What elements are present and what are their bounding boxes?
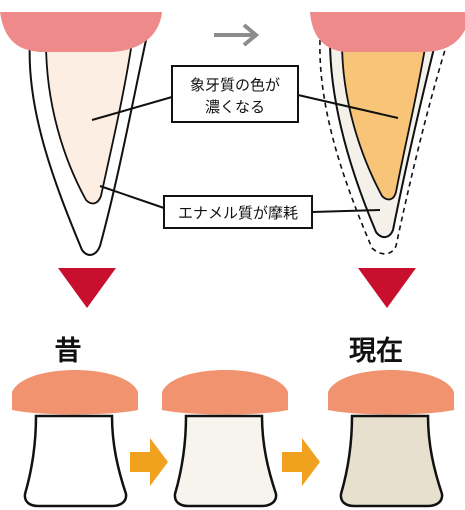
- gum-present: [310, 12, 465, 52]
- leader-enamel-right: [311, 209, 381, 213]
- right-arrow-icon: [130, 438, 168, 486]
- label-box-dentin: [171, 65, 299, 123]
- tooth-front-present: [328, 370, 454, 508]
- leader-enamel-left: [99, 185, 165, 209]
- down-triangle-icon: [358, 268, 416, 308]
- right-arrow-icon: [214, 23, 260, 47]
- down-triangle-icon: [58, 268, 116, 308]
- gum-past: [0, 12, 162, 52]
- label-dentin-line1: 象牙質の色が: [190, 76, 280, 94]
- tooth-dentin-present: [341, 41, 428, 201]
- leader-dentin-right: [297, 94, 399, 119]
- tooth-dentin-past: [45, 41, 134, 205]
- label-present: 現在: [349, 336, 403, 367]
- tooth-cross-section-past: [0, 12, 162, 256]
- right-arrow-icon: [282, 438, 320, 486]
- label-box-enamel: [163, 195, 313, 229]
- tooth-body-present: [339, 414, 444, 508]
- tooth-body-past: [23, 414, 128, 508]
- label-dentin-darkens: 象牙質の色が 濃くなる: [171, 65, 299, 123]
- label-enamel-worn: エナメル質が摩耗: [163, 195, 313, 229]
- label-past: 昔: [55, 336, 82, 367]
- gum-cap-middle: [162, 370, 288, 415]
- label-enamel-text: エナメル質が摩耗: [178, 204, 298, 222]
- tooth-worn-outline: [319, 39, 449, 255]
- tooth-cross-section-present: [310, 12, 465, 255]
- tooth-front-past: [12, 370, 138, 508]
- gum-cap-present: [328, 370, 454, 415]
- label-dentin-line2: 濃くなる: [205, 98, 265, 116]
- leader-dentin-left: [91, 96, 173, 121]
- tooth-front-middle: [162, 370, 288, 508]
- gum-cap-past: [12, 370, 138, 415]
- leader-lines: [91, 94, 399, 213]
- tooth-body-middle: [173, 414, 278, 508]
